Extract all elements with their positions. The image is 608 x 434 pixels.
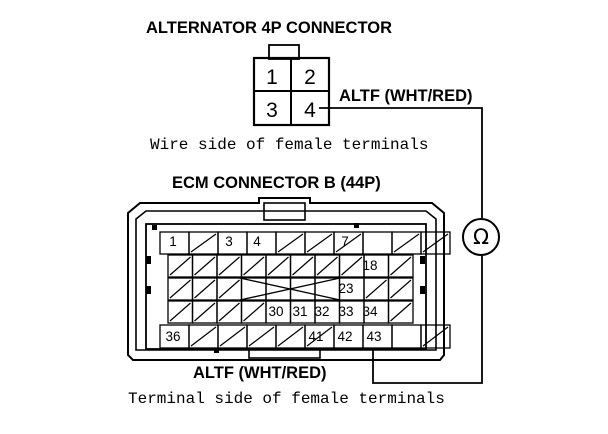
ecm-empty-cavity-hatch: [422, 326, 449, 347]
ecm-empty-cavity-hatch: [341, 256, 363, 276]
ecm-terminal-cell: [387, 277, 414, 301]
ecm-wire-label: ALTF (WHT/RED): [193, 364, 327, 382]
ecm-pin-1: 1: [169, 234, 177, 249]
ecm-caption: Terminal side of female terminals: [128, 390, 445, 408]
ecm-empty-cavity-hatch: [194, 279, 216, 299]
ecm-empty-cavity-hatch: [393, 233, 420, 253]
ecm-terminal-cell: [246, 231, 277, 255]
ecm-terminal-cell: [289, 277, 316, 301]
ecm-empty-cavity-hatch: [194, 302, 216, 322]
alternator-terminal-2: 2: [304, 66, 316, 89]
ecm-empty-cavity-hatch: [248, 326, 275, 347]
ecm-empty-cavity-hatch: [243, 302, 265, 322]
ecm-empty-cavity-hatch: [316, 256, 338, 276]
ecm-terminal-grid: [159, 231, 451, 349]
ecm-terminal-cell: [362, 231, 393, 255]
ecm-empty-cavity-hatch: [306, 326, 333, 347]
ecm-empty-cavity-hatch: [169, 256, 191, 276]
ecm-empty-cavity-hatch: [218, 256, 240, 276]
ohmmeter: Ω: [462, 218, 500, 256]
ecm-empty-cavity-hatch: [194, 256, 216, 276]
ecm-empty-cavity-hatch: [190, 326, 217, 347]
ecm-pin-18: 18: [362, 258, 377, 273]
ecm-empty-cavity-hatch: [190, 233, 217, 253]
ecm-terminal-cell: [265, 277, 292, 301]
ecm-empty-cavity-hatch: [365, 279, 387, 299]
ecm-connector-housing: [127, 197, 445, 361]
ecm-empty-cavity-hatch: [390, 256, 412, 276]
ecm-terminal-cell: [387, 300, 414, 324]
ecm-pin-36: 36: [165, 329, 180, 344]
ecm-pin-41: 41: [308, 329, 323, 344]
ecm-center-crossing: [239, 277, 341, 301]
ecm-connector: 1 3 4 7 18 23 30 31 32 33 34 36 41 42 43: [127, 197, 451, 361]
ohmmeter-circle: [462, 218, 500, 256]
alternator-connector-title: ALTERNATOR 4P CONNECTOR: [146, 19, 392, 37]
alternator-connector: 1 2 3 4: [252, 44, 331, 127]
ecm-terminal-cell: [391, 324, 422, 349]
ecm-empty-cavity-hatch: [335, 233, 362, 253]
ecm-pin-33: 33: [338, 304, 353, 319]
ecm-empty-cavity-hatch: [306, 233, 333, 253]
ecm-connector-latch: [263, 202, 306, 221]
ecm-empty-cavity-hatch: [277, 326, 304, 347]
alternator-terminal-4: 4: [304, 99, 316, 122]
ohm-symbol: Ω: [473, 225, 489, 249]
ecm-pin-30: 30: [268, 304, 283, 319]
ecm-pin-34: 34: [362, 304, 378, 319]
ecm-empty-cavity-hatch: [277, 233, 304, 253]
ecm-connector-title: ECM CONNECTOR B (44P): [172, 174, 381, 192]
alternator-wire-label: ALTF (WHT/RED): [339, 87, 473, 105]
ecm-pin-3: 3: [225, 234, 233, 249]
ecm-empty-cavity-hatch: [219, 326, 246, 347]
ecm-pin-32: 32: [314, 304, 329, 319]
ecm-empty-cavity-hatch: [218, 302, 240, 322]
ecm-empty-cavity-hatch: [169, 279, 191, 299]
ecm-empty-cavity-hatch: [243, 256, 265, 276]
ecm-empty-cavity-hatch: [390, 302, 412, 322]
ecm-terminal-cell: [420, 324, 451, 349]
test-lead-wiring: [319, 107, 483, 384]
ecm-terminal-cell: [420, 231, 451, 255]
ecm-pin-42: 42: [337, 329, 352, 344]
ecm-pin-7: 7: [341, 234, 349, 249]
ecm-pin-31: 31: [292, 304, 307, 319]
alternator-caption: Wire side of female terminals: [150, 136, 428, 154]
ecm-empty-cavity-hatch: [218, 279, 240, 299]
ecm-empty-cavity-hatch: [267, 256, 289, 276]
ecm-pin-43: 43: [366, 329, 381, 344]
alternator-terminal-3: 3: [266, 99, 278, 122]
ecm-empty-cavity-hatch: [292, 256, 314, 276]
ecm-terminal-cell: [387, 254, 414, 278]
ecm-pin-23: 23: [338, 281, 353, 296]
ecm-empty-cavity-hatch: [422, 233, 449, 253]
alternator-terminal-1: 1: [266, 66, 278, 89]
ecm-pin-4: 4: [253, 234, 261, 249]
ecm-empty-cavity-hatch: [169, 302, 191, 322]
ecm-empty-cavity-hatch: [390, 279, 412, 299]
